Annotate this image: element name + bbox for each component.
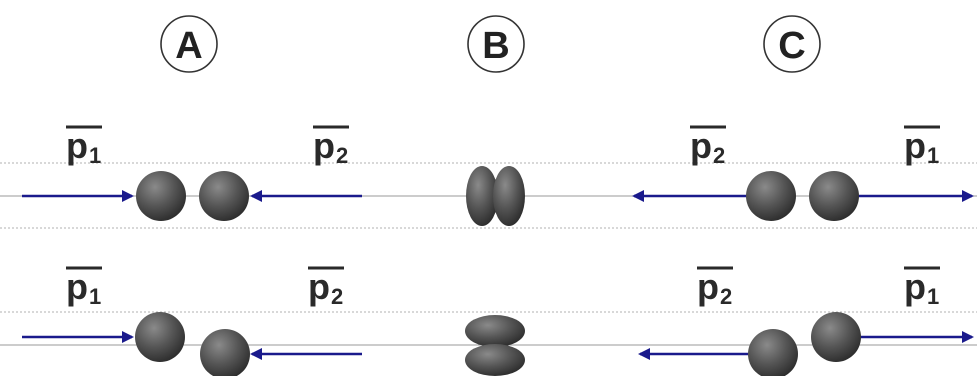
momentum-label-row1-c-left: p 2 (690, 125, 726, 168)
p-letter: p (66, 125, 88, 166)
stage-circle (467, 15, 525, 73)
particle (136, 171, 186, 221)
momentum-label-row1-mid: p 2 (313, 125, 349, 168)
stage-label-b: B (467, 15, 525, 73)
momentum-label-row2-c-left: p 2 (697, 266, 733, 309)
particle (811, 312, 861, 362)
p-subscript: 2 (331, 284, 343, 309)
compressed-particle (466, 166, 498, 226)
particle (200, 329, 250, 376)
stage-letter: B (482, 25, 509, 67)
particle (199, 171, 249, 221)
p-subscript: 2 (336, 143, 348, 168)
stage-circle (160, 15, 218, 73)
p-letter: p (690, 125, 712, 166)
compressed-particle (493, 166, 525, 226)
stage-letter: C (778, 25, 805, 67)
momentum-label-row2-mid: p 2 (308, 266, 344, 309)
momentum-label-row2-left: p 1 (66, 266, 102, 309)
p-letter: p (904, 266, 926, 307)
momentum-label-row2-c-right: p 1 (904, 266, 940, 309)
particle (748, 329, 798, 376)
p-subscript: 2 (720, 284, 732, 309)
p-subscript: 1 (927, 284, 939, 309)
compressed-particle (465, 344, 525, 376)
p-letter: p (66, 266, 88, 307)
stage-label-c: C (763, 15, 821, 73)
p-subscript: 2 (713, 143, 725, 168)
momentum-label-row1-left: p 1 (66, 125, 102, 168)
p-letter: p (904, 125, 926, 166)
particle (809, 171, 859, 221)
p-letter: p (697, 266, 719, 307)
p-letter: p (313, 125, 335, 166)
particle (135, 312, 185, 362)
p-subscript: 1 (89, 143, 101, 168)
compressed-particle (465, 315, 525, 347)
particle (746, 171, 796, 221)
p-subscript: 1 (89, 284, 101, 309)
stage-circle (763, 15, 821, 73)
p-letter: p (308, 266, 330, 307)
stage-label-a: A (160, 15, 218, 73)
stage-letter: A (175, 25, 202, 67)
p-subscript: 1 (927, 143, 939, 168)
momentum-label-row1-c-right: p 1 (904, 125, 940, 168)
